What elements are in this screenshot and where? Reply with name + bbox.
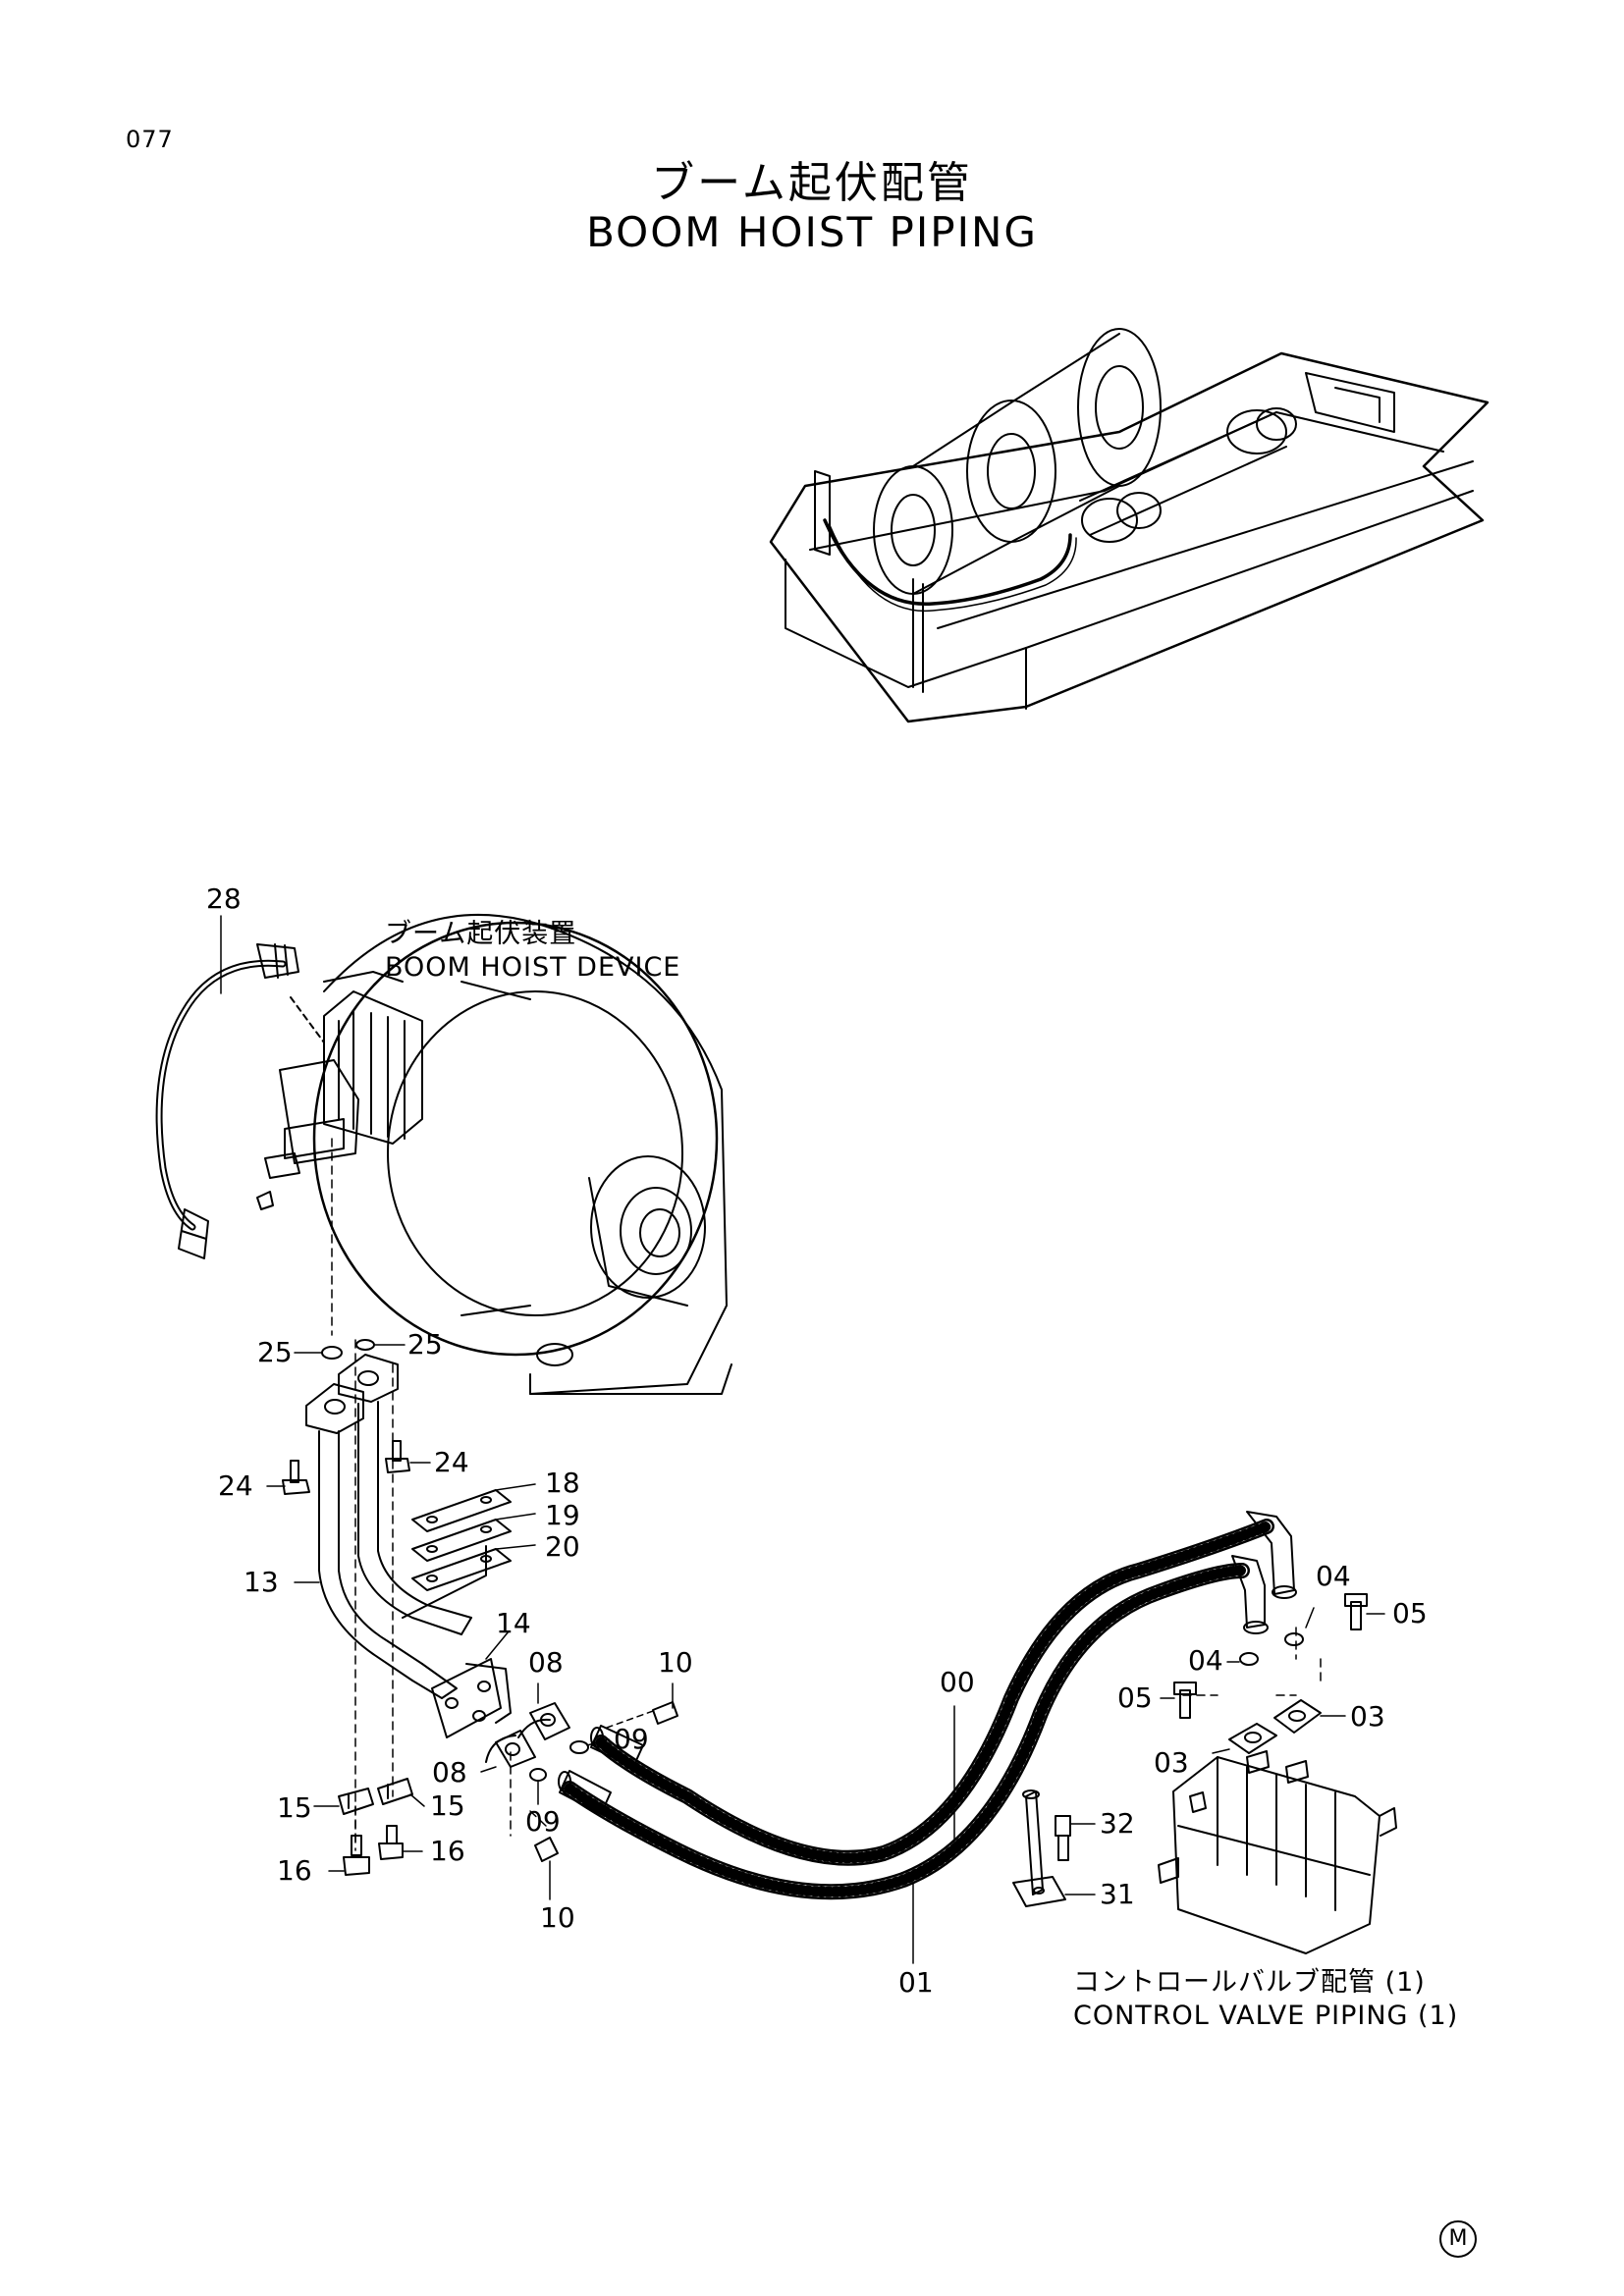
callout-18: 18 bbox=[545, 1467, 580, 1499]
assembly-lines bbox=[331, 1138, 1322, 1851]
callout-28: 28 bbox=[206, 882, 242, 915]
callout-03-upper: 03 bbox=[1350, 1700, 1385, 1733]
split-flange-03-lower bbox=[1228, 1723, 1277, 1754]
callout-08-lower: 08 bbox=[432, 1756, 467, 1789]
callout-16-left: 16 bbox=[277, 1854, 312, 1887]
callout-05-lower: 05 bbox=[1117, 1682, 1153, 1714]
callout-05-upper: 05 bbox=[1392, 1597, 1428, 1629]
hose-28 bbox=[155, 943, 325, 1259]
bolt-10-lower bbox=[534, 1837, 559, 1862]
hose-fitting-00-left bbox=[590, 1725, 644, 1768]
callout-24-left: 24 bbox=[218, 1469, 253, 1502]
pipe-assembly-13-14 bbox=[305, 1354, 512, 1738]
o-ring-25-left bbox=[321, 1346, 343, 1360]
clamp-15-right bbox=[377, 1778, 413, 1805]
hose-00 bbox=[593, 1519, 1274, 1866]
callout-16-right: 16 bbox=[430, 1835, 465, 1867]
callout-10-upper: 10 bbox=[658, 1646, 693, 1679]
bolt-24-right bbox=[385, 1440, 410, 1473]
callout-19: 19 bbox=[545, 1499, 580, 1531]
callout-32: 32 bbox=[1100, 1807, 1135, 1840]
callout-09-lower: 09 bbox=[525, 1805, 561, 1838]
callout-01: 01 bbox=[898, 1966, 934, 1999]
callout-31: 31 bbox=[1100, 1878, 1135, 1910]
boom-hoist-device bbox=[256, 913, 732, 1395]
title-english: BOOM HOIST PIPING bbox=[586, 208, 1038, 256]
o-ring-09-lower bbox=[529, 1768, 547, 1782]
split-flange-08-upper bbox=[517, 1702, 570, 1740]
hose-fitting-01-right bbox=[1231, 1555, 1269, 1634]
caption-valve-en: CONTROL VALVE PIPING (1) bbox=[1073, 2001, 1459, 2031]
caption-valve-jp: コントロールバルブ配管 (1) bbox=[1073, 1967, 1426, 1998]
hose-fitting-00-right bbox=[1246, 1511, 1297, 1599]
callout-15-right: 15 bbox=[430, 1789, 465, 1822]
hose-01 bbox=[562, 1563, 1250, 1900]
callout-13: 13 bbox=[244, 1566, 279, 1598]
callout-08-upper: 08 bbox=[528, 1646, 564, 1679]
overview-frame bbox=[769, 328, 1489, 723]
callout-00: 00 bbox=[940, 1666, 975, 1698]
o-ring-25-right bbox=[355, 1339, 375, 1351]
leader-lines bbox=[220, 915, 1385, 1964]
callout-24-right: 24 bbox=[434, 1446, 469, 1478]
callout-10-lower: 10 bbox=[540, 1901, 575, 1934]
split-flange-03-upper bbox=[1273, 1699, 1322, 1734]
plate-31 bbox=[1012, 1876, 1066, 1907]
bolt-05-lower bbox=[1173, 1682, 1197, 1719]
bolt-24-left bbox=[282, 1460, 310, 1495]
callout-25-right: 25 bbox=[407, 1328, 443, 1361]
callout-03-lower: 03 bbox=[1154, 1746, 1189, 1779]
control-valve bbox=[1158, 1750, 1397, 1954]
bolt-10-upper bbox=[606, 1701, 678, 1729]
o-ring-04-lower bbox=[1239, 1652, 1259, 1666]
callout-09-upper: 09 bbox=[614, 1723, 649, 1755]
bolt-16-left bbox=[343, 1835, 370, 1876]
callout-25-left: 25 bbox=[257, 1336, 293, 1368]
callout-14: 14 bbox=[496, 1607, 531, 1639]
o-ring-04-upper bbox=[1284, 1632, 1304, 1646]
split-flange-08-lower bbox=[485, 1730, 536, 1768]
bolt-32 bbox=[1055, 1815, 1071, 1861]
callout-15-left: 15 bbox=[277, 1791, 312, 1824]
page-number: 077 bbox=[126, 126, 174, 153]
o-ring-09-upper bbox=[569, 1740, 589, 1754]
corner-mark: M bbox=[1439, 2220, 1477, 2258]
clamp-15-left bbox=[338, 1788, 374, 1815]
callout-04-lower: 04 bbox=[1188, 1644, 1223, 1677]
title-japanese: ブーム起伏配管 bbox=[651, 158, 973, 208]
caption-device-jp: ブーム起伏装置 bbox=[385, 919, 577, 949]
bolt-16-right bbox=[378, 1825, 404, 1860]
plates-18-19-20 bbox=[411, 1489, 512, 1591]
bolt-05-upper bbox=[1344, 1593, 1368, 1630]
caption-device-en: BOOM HOIST DEVICE bbox=[385, 952, 681, 983]
callout-04-upper: 04 bbox=[1316, 1560, 1351, 1592]
hose-fitting-01-left bbox=[558, 1770, 612, 1815]
callout-20: 20 bbox=[545, 1530, 580, 1563]
